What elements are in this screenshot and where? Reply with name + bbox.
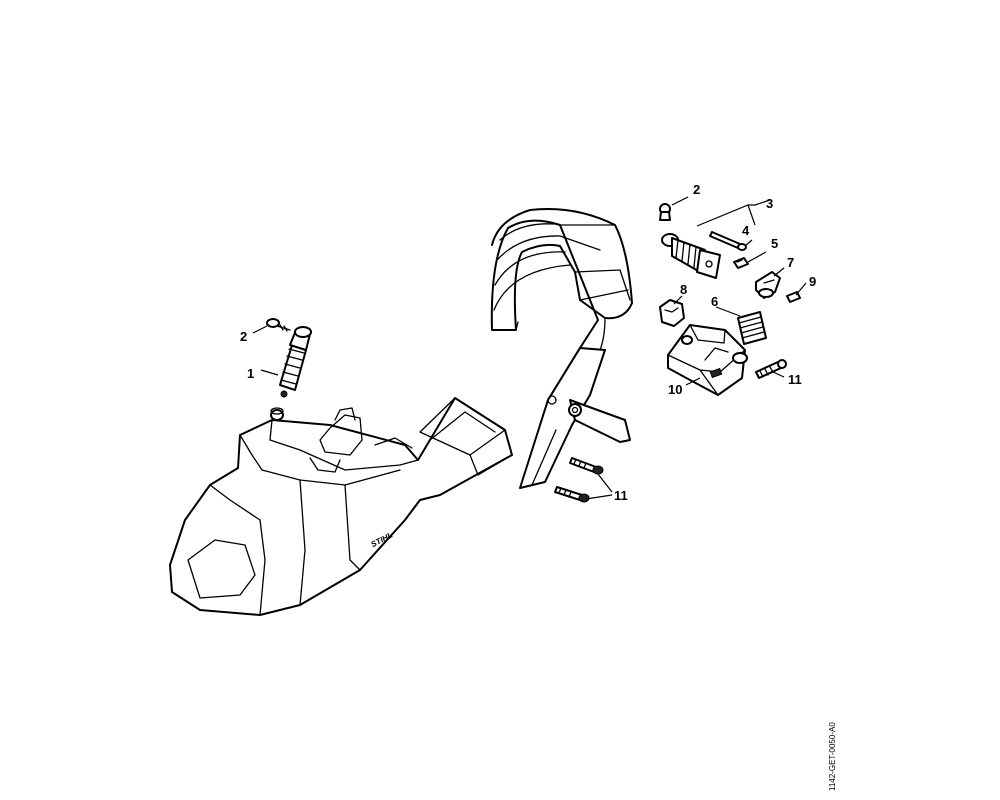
part-3-buffer-assembly [661, 233, 721, 279]
callout-7: 7 [787, 255, 794, 270]
front-handle-bar [490, 208, 633, 489]
callout-1: 1 [247, 366, 254, 381]
callout-3: 3 [766, 196, 773, 211]
rear-handle-housing: STIHL [169, 397, 513, 616]
part-11-screws-lower [554, 457, 604, 503]
callout-11-upper: 11 [788, 372, 802, 387]
callout-10: 10 [668, 382, 682, 397]
callout-6: 6 [711, 294, 718, 309]
callout-9: 9 [809, 274, 816, 289]
leader-lines [252, 196, 807, 500]
callout-2-right: 2 [693, 182, 700, 197]
part-2-screw-right [659, 203, 671, 221]
part-8-nut [659, 299, 685, 327]
part-11-screw-upper [755, 359, 787, 379]
callout-5: 5 [771, 236, 778, 251]
callout-8: 8 [680, 282, 687, 297]
part-7-clip [755, 271, 781, 299]
callout-4: 4 [742, 223, 750, 238]
part-1-annular-buffer [279, 326, 312, 398]
part-6-spring [737, 311, 767, 345]
callouts: 1 2 2 3 4 5 6 7 8 9 10 11 11 [240, 182, 816, 503]
part-2-screw-left [266, 318, 291, 332]
part-9-screw [786, 291, 801, 303]
drawing-reference-code: 1142-GET-0050-A0 [828, 722, 837, 791]
part-5-screw [733, 257, 749, 269]
callout-11-lower: 11 [614, 488, 628, 503]
part-10-buffer-holder [667, 324, 748, 396]
callout-2-left: 2 [240, 329, 247, 344]
part-4-spring-pin [709, 231, 747, 251]
